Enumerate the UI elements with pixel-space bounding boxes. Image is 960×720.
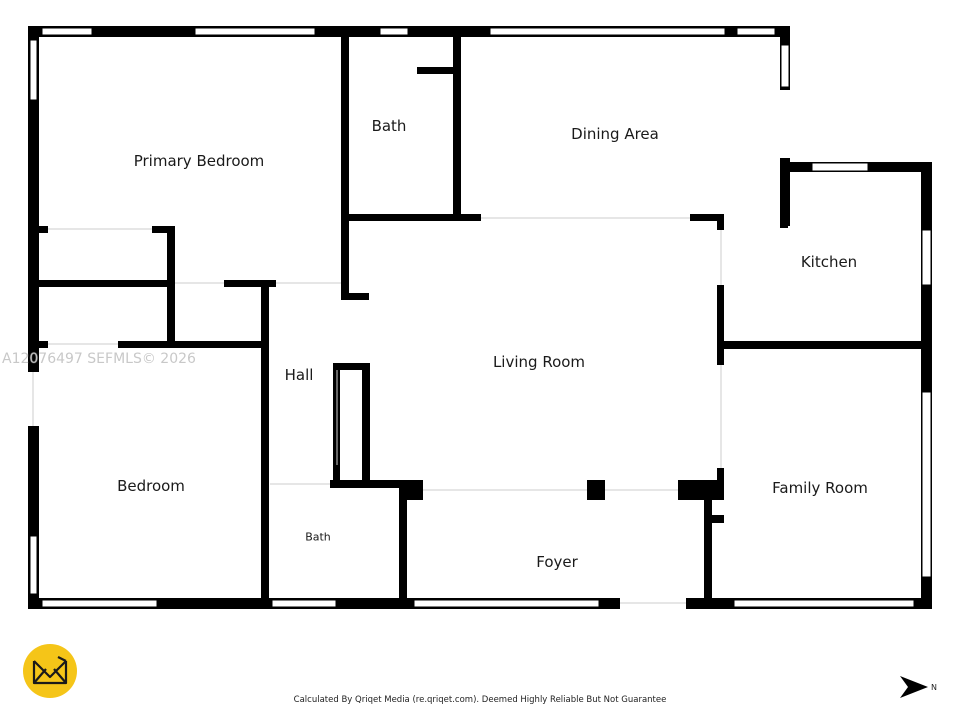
wall-closet-mid2 <box>224 280 276 287</box>
wall-hall-left-top <box>261 284 269 406</box>
room-label-family-room: Family Room <box>772 479 868 497</box>
wall-kitchen-family <box>717 341 932 349</box>
window <box>379 27 409 36</box>
wall-dining-stub-v <box>717 214 724 230</box>
window <box>921 229 932 286</box>
wall-living-right-upper <box>717 285 724 365</box>
mls-watermark: A12076497 SEFMLS© 2026 <box>2 351 196 367</box>
windows <box>29 27 932 608</box>
room-label-bath-bottom: Bath <box>305 530 331 544</box>
wall-closet-bottom <box>28 341 48 348</box>
wall-closet-mid <box>28 280 171 287</box>
room-label-hall: Hall <box>284 366 314 384</box>
wall-top <box>28 26 790 37</box>
wall-hall-right-u <box>333 363 369 370</box>
room-label-bath-top: Bath <box>371 117 407 135</box>
wall-foyer-right-v <box>704 480 712 604</box>
wall-foyer-right-block <box>678 480 724 500</box>
openings <box>28 90 790 609</box>
wall-kitchen-left-stub <box>780 162 788 228</box>
wall-primary-bath <box>341 37 349 299</box>
north-arrow-icon <box>900 676 928 698</box>
wall-bath-stub <box>417 67 457 74</box>
window <box>811 162 869 172</box>
north-label: N <box>931 683 937 692</box>
footer-credit: Calculated By Qriqet Media (re.qriqet.co… <box>293 695 667 705</box>
wall-bath-right <box>399 480 407 604</box>
room-label-primary-bedroom: Primary Bedroom <box>133 152 265 170</box>
window <box>413 599 600 608</box>
room-label-dining-area: Dining Area <box>571 125 659 143</box>
wall-left <box>28 26 39 609</box>
wall-living-right-lower <box>717 468 724 498</box>
wall-hall-bottom <box>330 480 422 488</box>
wall-hall-right-v <box>362 363 370 487</box>
wall-closet-top2 <box>152 226 175 233</box>
window <box>921 391 932 578</box>
window <box>780 44 790 88</box>
window <box>271 599 337 608</box>
window <box>41 599 158 608</box>
window <box>41 27 93 36</box>
qriqet-logo-icon <box>23 644 77 698</box>
wall-foyer-pillar <box>587 480 605 500</box>
walls <box>28 26 932 609</box>
window <box>733 599 915 608</box>
window <box>29 39 38 101</box>
wall-hall-left-bottom <box>261 406 269 604</box>
wall-bath-dining <box>453 37 461 221</box>
room-label-bedroom: Bedroom <box>117 477 185 495</box>
wall-bath-bottom <box>341 214 481 221</box>
wall-living-notch <box>341 293 369 300</box>
window <box>489 27 726 36</box>
wall-dining-stub <box>690 214 724 221</box>
room-label-kitchen: Kitchen <box>800 253 858 271</box>
wall-foyer-right-step <box>704 515 724 523</box>
wall-right <box>921 162 932 609</box>
room-label-foyer: Foyer <box>536 553 578 571</box>
wall-foyer-post <box>405 480 423 500</box>
opening <box>780 90 790 158</box>
window <box>736 27 776 36</box>
wall-closet-top <box>28 226 48 233</box>
window <box>29 535 38 595</box>
room-label-living-room: Living Room <box>492 353 586 371</box>
window <box>194 27 316 36</box>
wall-closet-bottom2 <box>118 341 268 348</box>
